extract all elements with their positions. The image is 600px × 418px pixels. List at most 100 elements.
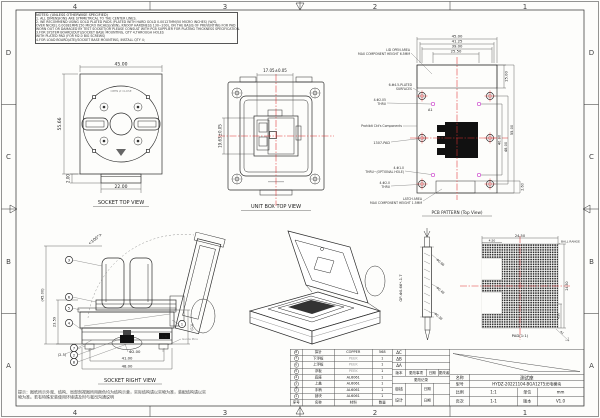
latch-area [435, 180, 476, 194]
notes-line: 2. WE RECOMMEND USING GOLD PLATED PADS (… [36, 20, 218, 25]
footer-note: 提示：图纸所示外观、结构、局部剖视图所用颜色均为结构示意，实际结构请以实物为准，… [18, 390, 308, 406]
dim-26: 2.60 [521, 183, 525, 191]
notes-line: 3.FOR SYSTEM BOARD(DUT)/SOCKET BASE MOUN… [36, 30, 164, 35]
dim-foot: 2.00 [66, 174, 71, 183]
screw-holes [99, 102, 143, 146]
table-header-row: 序号名称材料数量 [290, 399, 393, 407]
balloon-number: 7 [73, 345, 76, 350]
dim-width: 17.05±0.05 [263, 68, 287, 73]
dim-slot: 22.00 [115, 184, 128, 190]
balloon-number: 4 [68, 320, 71, 325]
zone-col-label: 1 [523, 3, 527, 11]
dim-40: 40.00 [498, 134, 502, 145]
dim-height: 55.66 [57, 117, 63, 130]
footer-note-line: 提示：图纸所示外观、结构、局部剖视图所用颜色均为结构示意，实际结构请以实物为准，… [18, 390, 206, 395]
lid-area-callout: MAX COMPONENT HEIGHT 6.5MM [358, 52, 410, 56]
dim-top: 45.00 [452, 34, 463, 39]
lid-area-callout: LID OPEN AREA [386, 48, 411, 52]
zone-col-label: 1 [523, 409, 527, 417]
socket-right-geometry [77, 231, 226, 352]
date-label: 日期 [421, 394, 434, 406]
datum-tag-text: L-N [162, 335, 167, 339]
socket-top-dimensions: 45.00 55.66 2.00 22.00 [57, 62, 163, 193]
socket-right-dimensions: (45.00) 23.59 41.00 48.00 (11) Φ2.00 (2.… [41, 245, 194, 370]
centerlines [218, 74, 334, 206]
version-label: 版本 [517, 396, 538, 406]
thru-callout: 4-Φ2.05 [374, 98, 386, 102]
dim-2359: 23.59 [53, 316, 57, 327]
notes-line: 4.FOR LOAD BOARD(ATE)/SOCKET BASE MOUNTI… [36, 37, 145, 42]
latch-area-callout: LATCH AREA [403, 197, 423, 201]
open-angle-arc [87, 234, 195, 319]
page-label: 页次 [449, 396, 470, 406]
balloon-number: 2 [73, 352, 76, 357]
dim-width: 45.00 [115, 62, 128, 68]
notes-line: WORN OUT OR DAMAGED BY TEST SOCKET(OR PL… [36, 27, 241, 32]
dim-15: 15.00 [504, 70, 509, 81]
pad-dimensions: 24.50 4.50 24.50 4.50 [481, 234, 569, 329]
pin-part-number: GP-Φ0.66*-1.7 [398, 274, 403, 302]
zone-row-label: D [6, 49, 11, 57]
dim-pin: Φ2.00 [129, 349, 141, 354]
balloon-number: 6 [293, 362, 299, 368]
optional-hole-callout: THRU~(OPTIONAL HOLE) [364, 170, 404, 174]
dim-top-left: 4.50 [489, 239, 496, 243]
lid-open-area [416, 64, 498, 89]
balloon-number: 1 [181, 321, 184, 326]
balloon-number: 3 [68, 257, 71, 262]
centerlines [410, 57, 508, 200]
dim-top: 39.00 [452, 44, 463, 49]
view-label: SOCKET TOP VIEW [98, 200, 144, 206]
zone-row-label: C [589, 153, 594, 161]
pcb-callouts: LID OPEN AREA MAX COMPONENT HEIGHT 6.5MM… [358, 48, 443, 205]
audit-value [405, 383, 422, 395]
socket-iso-view [248, 230, 386, 345]
version-value: V1.0 [537, 396, 584, 406]
zone-row-label: B [589, 258, 594, 266]
zone-col-label: 4 [73, 409, 78, 417]
prohibit-callout: Prohibit Ckt's Components [361, 124, 402, 128]
corner-screws [231, 87, 321, 185]
zone-col-label: 3 [223, 3, 227, 11]
notes-box: NOTES: (UNLESS OTHERWISE SPECIFIED) 1. A… [35, 12, 241, 44]
dim-right: 24.50 [565, 281, 569, 290]
dim-top: 41.25 [452, 39, 463, 44]
center-arrow-icons [9, 2, 591, 415]
page-value: 1-1 [469, 396, 518, 406]
balloon-number: 8 [73, 359, 76, 364]
balloon-number: 5 [293, 368, 299, 374]
notes-line: OVER NICKEL 0.00381MM(150 MICRO INCHES)(… [36, 23, 236, 28]
audit-label: 审核 [392, 383, 406, 395]
thru-callout: THRU [376, 102, 386, 106]
pin-dim: Φ0.38 [433, 312, 443, 321]
balloon-number: 7 [293, 356, 299, 362]
socket-top-geometry [79, 73, 163, 184]
balloon-number: 6 [68, 294, 71, 299]
zone-row-label: A [6, 362, 11, 370]
notes-title: NOTES: (UNLESS OTHERWISE SPECIFIED) [36, 13, 108, 17]
socket-right-view: <100°> (45.00) 23.59 41.00 48.00 (11) Φ2… [41, 231, 226, 385]
zone-row-label: B [6, 258, 11, 266]
pin-callouts: Φ0.66 Φ0.48 Φ0.38 [428, 253, 445, 321]
dim-48: 48.00 [122, 364, 133, 369]
zone-row-label: D [589, 49, 594, 57]
pogo-pin-geometry [420, 228, 434, 341]
design-value [405, 394, 422, 406]
footer-note-line: 物为准。若有特殊安装使用环境请及时与我司沟通说明 [18, 394, 114, 400]
view-label: SOCKET RIGHT VIEW [104, 378, 156, 384]
dim-height: (45.00) [41, 288, 45, 302]
unit-box-dimensions: 17.05±0.05 19.63±0.05 [218, 68, 294, 155]
optional-hole-callout: 4-Φ1.0 [394, 166, 404, 170]
title-block: ΔC ΔB ΔA 版本 更改事项 日期 更改者 更改记录 审核 日期 设计 日期 [392, 349, 584, 406]
dim-top: 24.50 [515, 234, 526, 238]
balloon-number: 1 [293, 393, 299, 399]
zone-row-label: A [589, 362, 594, 370]
zone-col-label: 3 [223, 409, 227, 417]
dim-41: 41.00 [122, 356, 133, 361]
ic-footprint [437, 122, 478, 158]
